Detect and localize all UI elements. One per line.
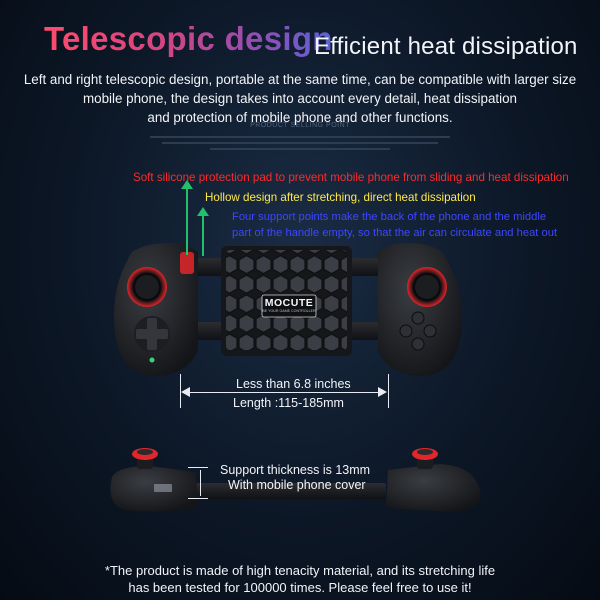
headline-subtitle: Efficient heat dissipation: [314, 33, 578, 60]
silicone-pad-note: Soft silicone protection pad to prevent …: [133, 171, 569, 184]
durability-footer: *The product is made of high tenacity ma…: [0, 563, 600, 596]
support-points-line: Four support points make the back of the…: [232, 211, 547, 223]
arrow-up-icon: [197, 207, 209, 256]
width-label: Less than 6.8 inches: [236, 377, 351, 391]
support-points-line: part of the handle empty, so that the ai…: [232, 227, 558, 239]
intro-line: mobile phone, the design takes into acco…: [83, 91, 517, 106]
right-rail-top: [345, 258, 387, 276]
cover-label: With mobile phone cover: [228, 478, 366, 492]
length-label: Length :115-185mm: [233, 396, 344, 410]
left-silicone-pad: [180, 252, 194, 274]
dimension-line: [186, 392, 382, 393]
led-indicator-icon: [149, 357, 155, 363]
right-grip: [378, 243, 462, 377]
dimension-tick-left: [180, 374, 181, 408]
thickness-line-top: [188, 467, 208, 468]
thickness-arrow: [200, 470, 201, 496]
side-right-grip: [386, 464, 481, 512]
right-rail-bottom: [345, 322, 387, 340]
faint-text-block: [150, 136, 450, 154]
side-rail: [186, 483, 386, 499]
dpad-icon: [134, 316, 170, 352]
intro-line: and protection of mobile phone and other…: [147, 110, 453, 125]
dimension-arrow-icon: [378, 387, 387, 397]
brand-tagline: BE YOUR GAME CONTROLLER: [262, 309, 316, 313]
arrow-up-icon: [181, 180, 193, 255]
brand-logo: MOCUTE: [264, 297, 314, 309]
faint-heading: PRODUCT SELLING POINT: [250, 122, 350, 129]
intro-line: Left and right telescopic design, portab…: [23, 72, 577, 87]
support-points-note: Four support points make the back of the…: [232, 209, 557, 241]
footer-line: has been tested for 100000 times. Please…: [128, 579, 472, 595]
headline-title: Telescopic design: [44, 20, 333, 57]
face-buttons-icon: [399, 311, 437, 351]
hollow-design-note: Hollow design after stretching, direct h…: [205, 191, 476, 204]
thickness-line-bottom: [188, 498, 208, 499]
intro-paragraph: Left and right telescopic design, portab…: [0, 70, 600, 127]
footer-line: *The product is made of high tenacity ma…: [104, 563, 496, 578]
thickness-label: Support thickness is 13mm: [220, 463, 371, 477]
dimension-arrow-icon: [181, 387, 190, 397]
side-brand-tag: [154, 484, 172, 492]
brand-plate: [261, 294, 317, 318]
dimension-tick-right: [388, 374, 389, 408]
